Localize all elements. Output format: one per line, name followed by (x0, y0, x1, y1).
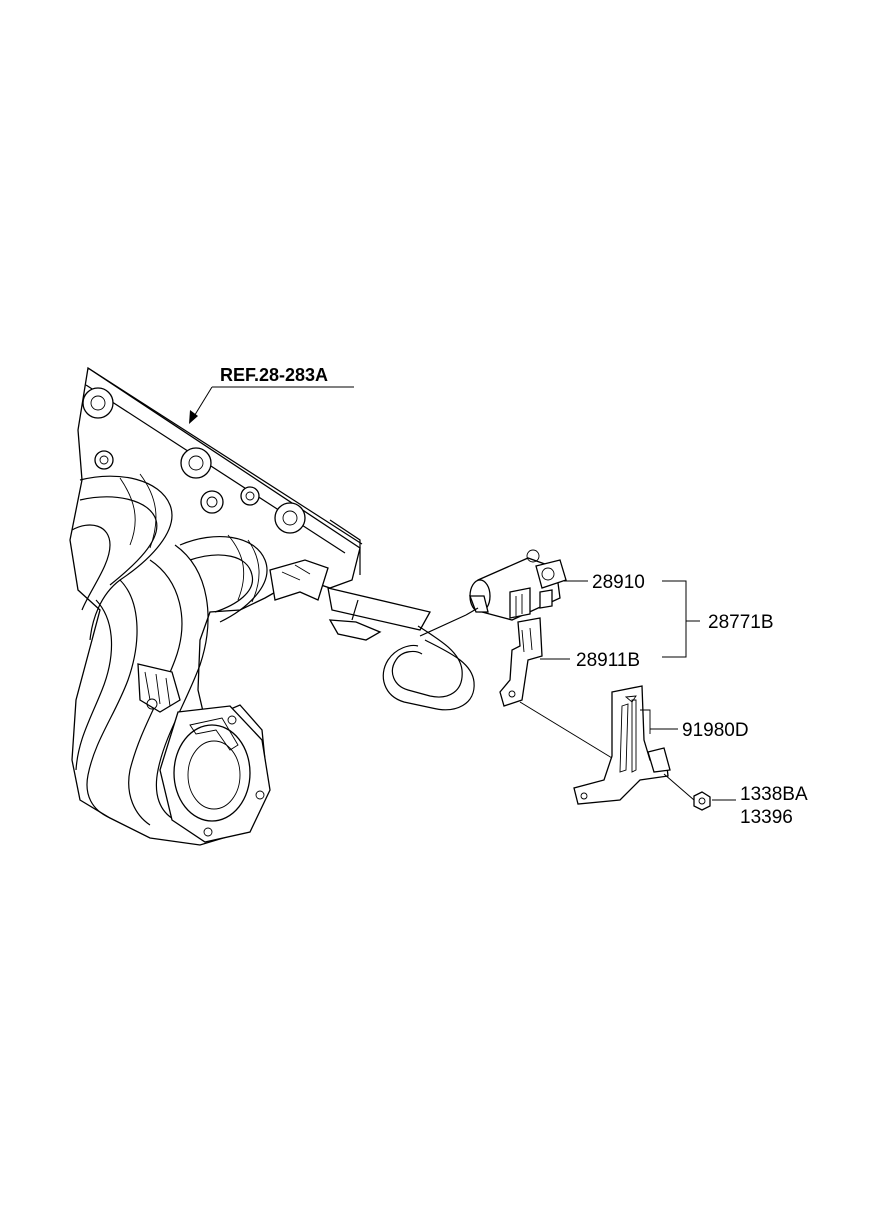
part-number-13396: 13396 (740, 807, 793, 828)
intake-manifold-illustration (69, 366, 363, 846)
nut-illustration (693, 791, 711, 811)
part-number-91980d: 91980D (682, 720, 749, 741)
reference-label: REF.28-283A (220, 365, 328, 385)
part-number-28910: 28910 (592, 572, 645, 593)
throttle-flange (159, 705, 271, 843)
part-number-28911b: 28911B (576, 650, 640, 671)
mount-bracket-illustration (573, 685, 671, 805)
vacuum-hose-illustration (327, 587, 475, 711)
purge-valve-illustration (465, 549, 567, 621)
part-number-1338ba: 1338BA (740, 784, 808, 805)
part-number-28771b: 28771B (708, 612, 774, 633)
valve-bracket-illustration (499, 617, 543, 707)
leader-lines (189, 386, 736, 801)
manifold-bolts (82, 387, 306, 534)
